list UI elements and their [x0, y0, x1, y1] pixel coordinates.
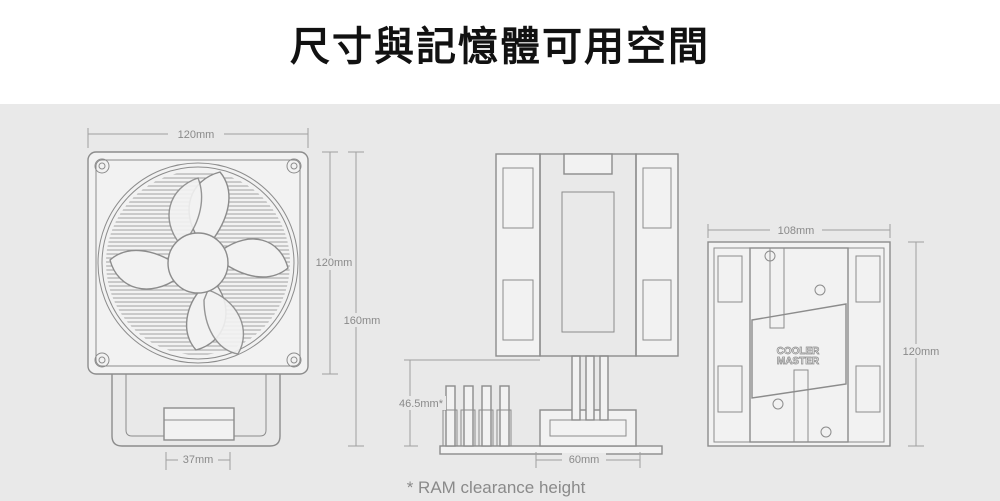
- fan-hub: [167, 232, 229, 294]
- side-fin-stack: [539, 153, 637, 357]
- side-fan-right: [635, 153, 679, 357]
- brand-logo-line1: COOLER: [777, 346, 821, 357]
- side-depth-label: 60mm: [569, 454, 600, 466]
- ram-modules: [442, 385, 512, 447]
- top-depth-label: 108mm: [778, 225, 815, 237]
- page-title: 尺寸與記憶體可用空間: [290, 24, 710, 70]
- total-height-label: 160mm: [344, 315, 381, 327]
- heatpipe-offset-label: 37mm: [183, 454, 214, 466]
- front-view: 120mm 120mm 160mm 37mm: [87, 128, 390, 470]
- fan-blades: [109, 171, 289, 355]
- brand-logo-line2: MASTER: [777, 356, 820, 367]
- motherboard: [439, 445, 663, 455]
- top-fan-width-label: 120mm: [903, 346, 940, 358]
- top-view: COOLER MASTER 108mm 120mm: [707, 224, 946, 447]
- ram-clearance-label: 46.5mm*: [399, 398, 444, 410]
- front-fan-height-label: 120mm: [316, 257, 353, 269]
- side-heatpipes: [571, 355, 609, 421]
- side-view: 46.5mm* 60mm: [396, 153, 679, 468]
- front-fan-width-label: 120mm: [178, 129, 215, 141]
- footnote: * RAM clearance height: [407, 478, 586, 497]
- fan-screw-holes: [94, 158, 302, 368]
